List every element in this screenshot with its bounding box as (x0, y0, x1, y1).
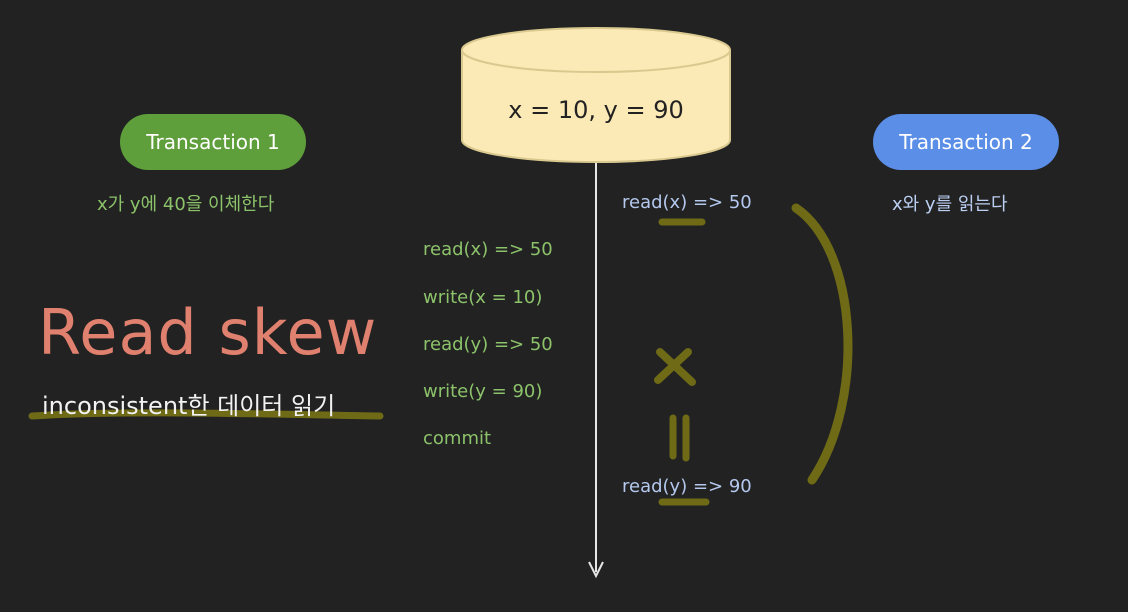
not-equal-mark (669, 414, 690, 462)
t1-operation: write(y = 90) (423, 381, 543, 402)
page-title: Read skew (38, 296, 378, 369)
transaction-1-badge: Transaction 1 (120, 114, 306, 170)
transaction-1-caption: x가 y에 40을 이체한다 (97, 194, 275, 215)
transaction-2-badge: Transaction 2 (873, 114, 1059, 170)
bracket-mark (791, 203, 853, 485)
page-subtitle: inconsistent한 데이터 읽기 (42, 392, 336, 420)
t1-operation: write(x = 10) (423, 287, 543, 308)
transaction-2-caption: x와 y를 읽는다 (892, 194, 1008, 215)
database-label: x = 10, y = 90 (508, 96, 684, 124)
x-mark (654, 348, 696, 386)
t1-operation: read(x) => 50 (423, 239, 553, 260)
t2-operation: read(y) => 90 (622, 476, 752, 497)
t1-operation: read(y) => 50 (423, 334, 553, 355)
database-cylinder (461, 27, 731, 163)
subtitle-underline-mark (28, 409, 384, 420)
t1-operation: commit (423, 428, 492, 449)
t2-operation: read(x) => 50 (622, 192, 752, 213)
timeline-arrowhead (588, 561, 604, 579)
